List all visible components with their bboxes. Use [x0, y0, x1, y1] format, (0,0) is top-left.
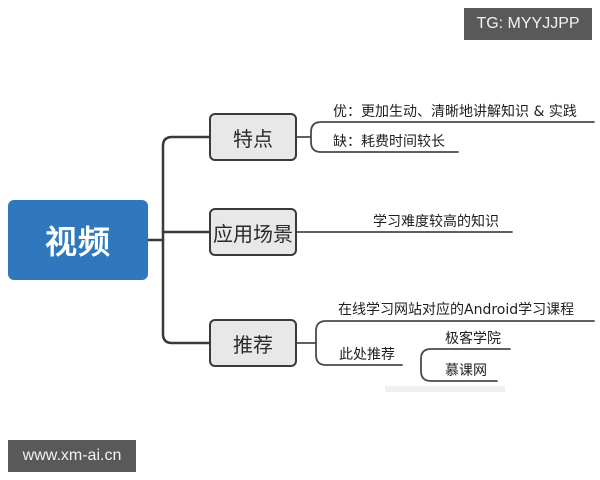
leaf-jikexueyuan[interactable]: 极客学院: [445, 331, 501, 347]
leaf-cons[interactable]: 缺：耗费时间较长: [333, 134, 445, 150]
branch-node-recommend[interactable]: 推荐: [209, 319, 297, 367]
root-node-video[interactable]: 视频: [8, 200, 148, 280]
watermark-bottom-left: www.xm-ai.cn: [8, 440, 136, 472]
leaf-pros[interactable]: 优：更加生动、清晰地讲解知识 & 实践: [333, 104, 577, 120]
branch-label: 应用场景: [213, 221, 293, 246]
leaf-imooc[interactable]: 慕课网: [445, 363, 487, 379]
artifact-strip: [385, 386, 505, 392]
branch-label: 推荐: [233, 332, 273, 357]
root-node-label: 视频: [44, 223, 111, 261]
branch-node-scenarios[interactable]: 应用场景: [209, 208, 297, 256]
watermark-top-right: TG: MYYJJPP: [464, 8, 592, 40]
branch-node-features[interactable]: 特点: [209, 113, 297, 161]
leaf-recommend-here[interactable]: 此处推荐: [339, 347, 395, 363]
leaf-difficult-knowledge[interactable]: 学习难度较高的知识: [373, 214, 499, 230]
watermark-text: TG: MYYJJPP: [476, 15, 580, 32]
branch-label: 特点: [233, 126, 273, 151]
watermark-text: www.xm-ai.cn: [22, 447, 122, 464]
leaf-online-courses[interactable]: 在线学习网站对应的Android学习课程: [338, 302, 575, 318]
